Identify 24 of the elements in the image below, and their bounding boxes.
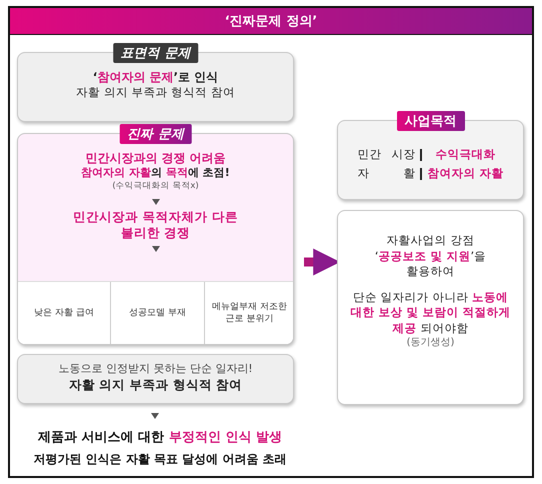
- node-text: ‘참여자의 문제’로 인식: [92, 69, 220, 86]
- node-note: (동기생성): [406, 336, 456, 350]
- info-card: [337, 210, 524, 405]
- problem-card: [17, 354, 294, 404]
- node-text: 자활 의지 부족과 형식적 참여: [68, 376, 244, 394]
- node-text: 자활사업의 강점 ‘공공보조 및 지원’을 활용하여: [374, 233, 488, 280]
- row-value: 수익극대화: [434, 147, 496, 162]
- node-text: 민간시장과 목적자체가 다른 불리한 경쟁: [72, 208, 239, 242]
- node-text: 민간시장과의 경쟁 어려움: [84, 150, 227, 166]
- node-text: 자활 의지 부족과 형식적 참여: [75, 85, 236, 101]
- row-label: 자 활: [357, 166, 416, 181]
- node-text: 단순 일자리가 아니라 노동에 대한 보상 및 보람이 적절하게 제공 되어야함: [349, 290, 512, 336]
- section-tag: 진짜 문제: [119, 124, 192, 144]
- section-tag: 사업목적: [396, 111, 464, 131]
- row-value: 참여자의 자활: [427, 166, 504, 181]
- section-tag: 표면적 문제: [112, 43, 198, 63]
- cause-cell: 낮은 자활 급여: [18, 282, 111, 344]
- conclusion-text: 제품과 서비스에 대한 부정적인 인식 발생: [37, 429, 283, 446]
- node-note: (수익극대화의 목적x): [111, 181, 200, 192]
- conclusion-text: 저평가된 인식은 자활 목표 달성에 어려움 초래: [32, 451, 288, 468]
- node-text: 참여자의 자활의 목적에 초점!: [80, 166, 231, 182]
- node-text: 노동으로 인정받지 못하는 단순 일자리!: [57, 362, 254, 377]
- title-bar: ‘진짜문제 정의’: [10, 8, 532, 35]
- row-label: 민간 시장: [357, 147, 416, 162]
